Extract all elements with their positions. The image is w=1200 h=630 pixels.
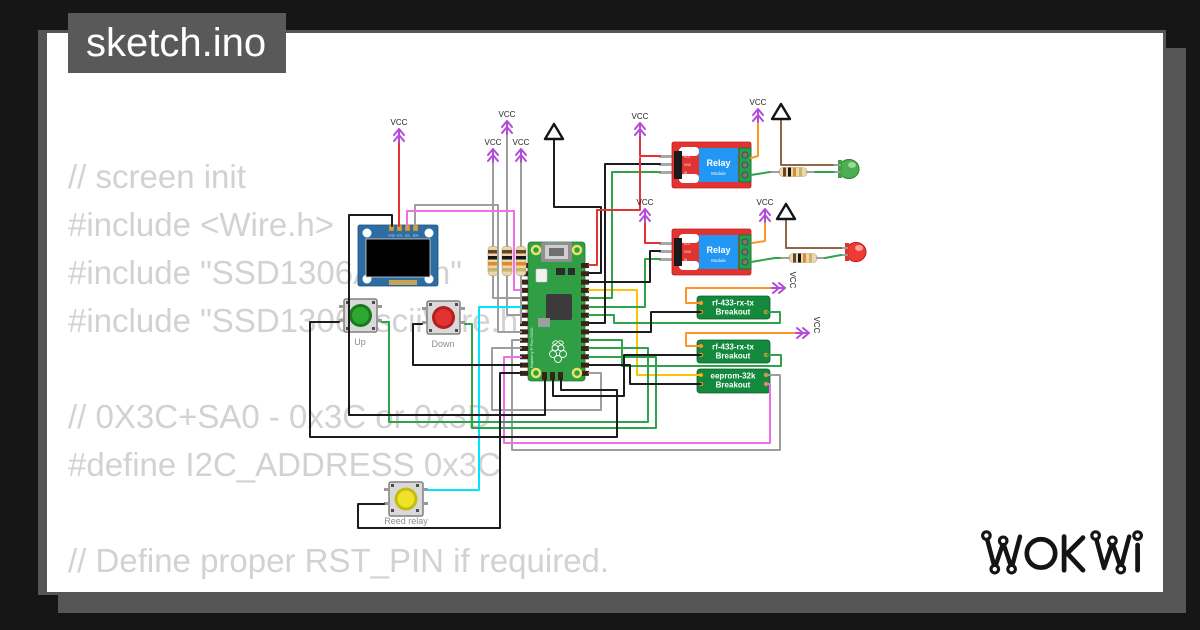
code-line: #define RST_PIN -1: [68, 587, 609, 592]
code-line: [68, 347, 609, 395]
sketch-title-tab: sketch.ino: [68, 13, 286, 73]
code-line: // Define proper RST_PIN if required.: [68, 542, 610, 579]
preview-card: // screen init #include <Wire.h> #includ…: [38, 30, 1166, 595]
code-line: // screen init: [68, 158, 246, 195]
code-line: #include "SSD1306AsciiWire.h": [68, 302, 530, 339]
code-line: #define I2C_ADDRESS 0x3C: [68, 446, 501, 483]
code-line: #include <Wire.h>: [68, 206, 334, 243]
code-line: // 0X3C+SA0 - 0x3C or 0x3D: [68, 398, 491, 435]
code-background: // screen init #include <Wire.h> #includ…: [68, 155, 610, 592]
code-line: #include "SSD1306Ascii.h": [68, 254, 462, 291]
code-line: [68, 491, 609, 539]
